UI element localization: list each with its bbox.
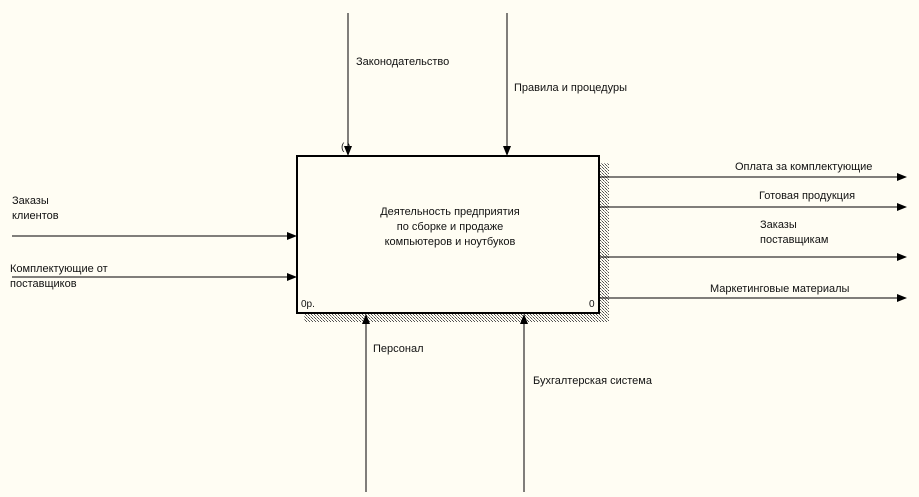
output-label-1: Оплата за комплектующие (735, 161, 873, 173)
activity-title: Деятельность предприятия по сборке и про… (380, 206, 520, 248)
input-label-2: Комплектующие от поставщиков (10, 263, 108, 290)
activity-node-label: 0р. (301, 299, 315, 310)
input-label-1: Заказы клиентов (12, 195, 59, 222)
output-label-4: Маркетинговые материалы (710, 283, 850, 295)
mechanism-label-2: Бухгалтерская система (533, 375, 652, 387)
activity-box-shadow-bottom (304, 314, 609, 322)
control-label-1: Законодательство (356, 56, 450, 68)
output-label-3: Заказы поставщикам (760, 219, 829, 246)
mechanism-label-1: Персонал (373, 343, 424, 355)
activity-box-shadow-right (600, 163, 609, 321)
control-label-2: Правила и процедуры (514, 82, 627, 94)
activity-number: 0 (589, 299, 595, 310)
tunnel-mark: ( ) (341, 142, 351, 153)
activity-box[interactable] (296, 155, 600, 314)
output-label-2: Готовая продукция (759, 190, 856, 202)
